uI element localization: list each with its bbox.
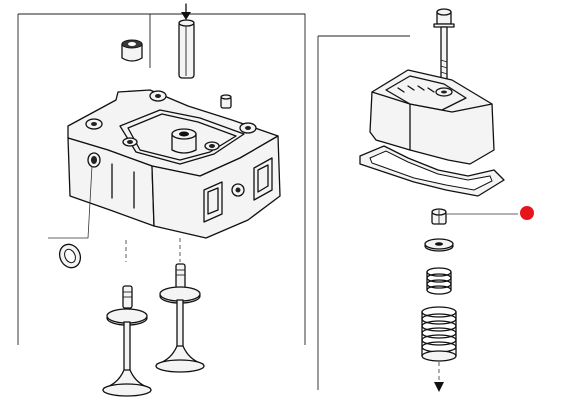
dowel-pin-part <box>220 94 232 109</box>
valve-cover-part <box>369 69 495 165</box>
leader-lines-left <box>48 165 181 262</box>
cylinder-head-part <box>67 89 281 239</box>
inner-valve-spring-part <box>426 267 452 295</box>
core-plug-part <box>58 243 82 269</box>
intake-valve-part <box>102 285 152 397</box>
left-frame <box>17 13 306 345</box>
highlight-marker <box>520 206 534 220</box>
right-frame <box>317 35 410 390</box>
valve-stem-seal-part <box>121 39 143 62</box>
arrow-down-icon <box>434 362 444 392</box>
arrow-down-icon <box>181 3 191 20</box>
cover-gasket-part <box>359 145 505 197</box>
valve-guide-part <box>178 19 195 79</box>
exhaust-valve-part <box>155 263 205 373</box>
spring-retainer-part <box>424 238 454 252</box>
outer-valve-spring-part <box>421 306 457 362</box>
valve-keeper-part <box>431 208 447 225</box>
